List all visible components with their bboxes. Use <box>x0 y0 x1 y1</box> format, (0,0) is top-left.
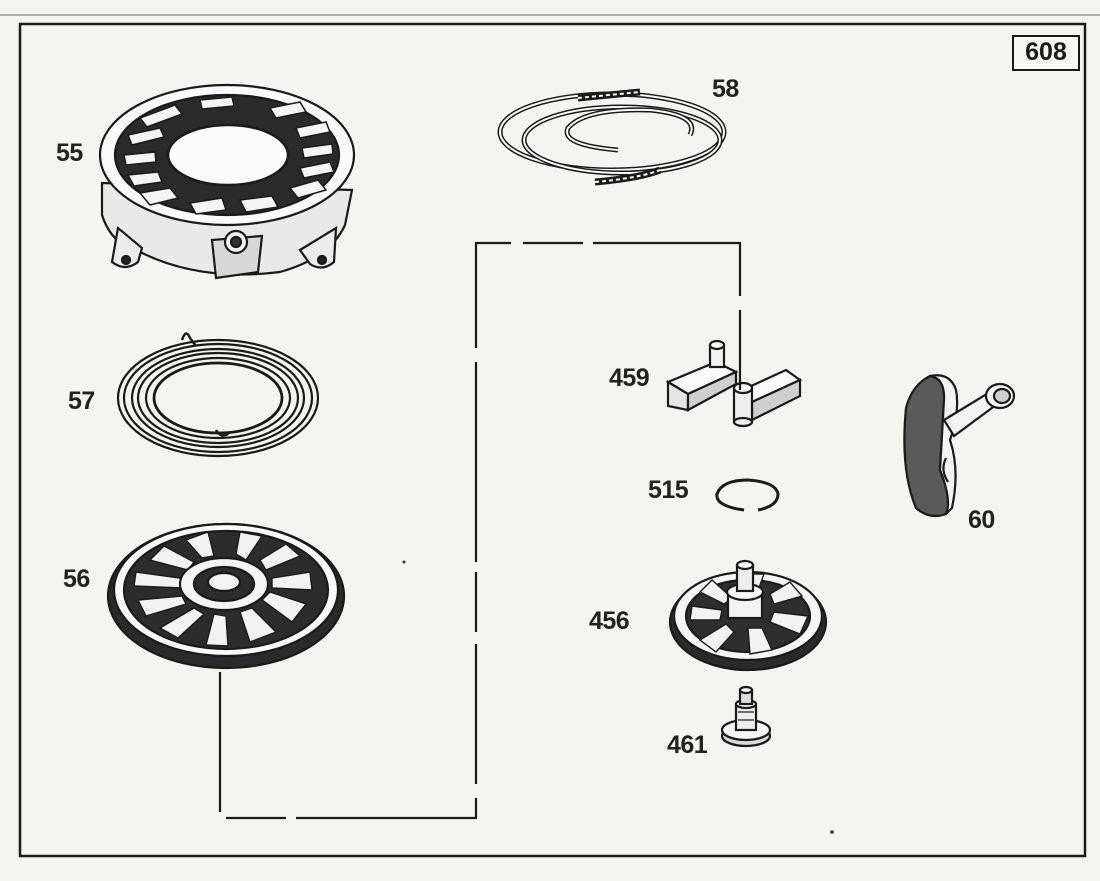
recoil-housing-illustration <box>98 83 356 280</box>
pulley-screw-illustration <box>720 685 772 748</box>
part-label-461: 461 <box>667 731 708 759</box>
part-label-55: 55 <box>56 139 83 167</box>
starter-rope-illustration <box>497 88 727 186</box>
retaining-ring-illustration <box>715 478 780 512</box>
recoil-pulley-illustration <box>106 522 346 670</box>
speck <box>402 560 406 564</box>
diagram-frame <box>18 22 1087 858</box>
part-label-60: 60 <box>968 506 995 534</box>
pawl-hub-illustration <box>668 559 828 672</box>
part-label-57: 57 <box>68 387 95 415</box>
recoil-spring-illustration <box>116 332 320 458</box>
page-number: 608 <box>1012 35 1080 71</box>
pawl-illustration <box>665 339 803 428</box>
speck <box>830 830 834 834</box>
kit-leader-lines <box>218 241 742 820</box>
leader-line-56 <box>218 241 742 820</box>
part-label-459: 459 <box>609 364 650 392</box>
starter-handle-illustration <box>903 374 1016 518</box>
part-label-456: 456 <box>589 607 630 635</box>
part-label-515: 515 <box>648 476 689 504</box>
part-label-58: 58 <box>712 75 739 103</box>
part-label-56: 56 <box>63 565 90 593</box>
